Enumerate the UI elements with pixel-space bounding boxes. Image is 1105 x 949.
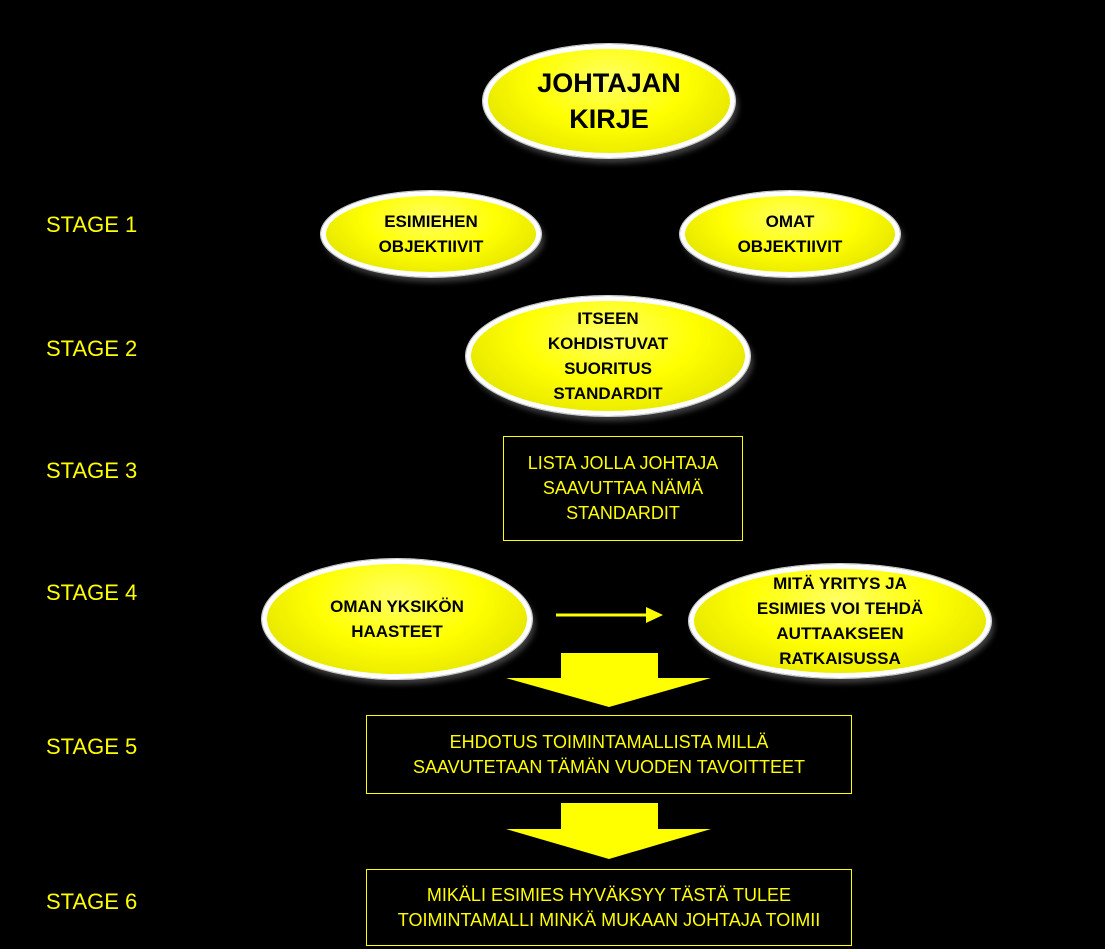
- johtajan-kirje-text: JOHTAJAN KIRJE: [537, 68, 681, 134]
- ehdotus-text: EHDOTUS TOIMINTAMALLISTA MILLÄ SAAVUTETA…: [412, 731, 806, 777]
- omat-objektiivit-text: OMAT OBJEKTIIVIT: [737, 212, 843, 256]
- omat-objektiivit-node: OMAT OBJEKTIIVIT: [680, 191, 900, 277]
- suoritus-standardit-text: ITSEEN KOHDISTUVAT SUORITUS STANDARDIT: [547, 309, 669, 403]
- suoritus-standardit-node: ITSEEN KOHDISTUVAT SUORITUS STANDARDIT: [466, 296, 750, 416]
- esimiehen-objektiivit-text: ESIMIEHEN OBJEKTIIVIT: [378, 212, 484, 256]
- stage-1-label: STAGE 1: [46, 212, 138, 237]
- down-arrow-icon-1: [506, 653, 711, 707]
- esimiehen-objektiivit-node: ESIMIEHEN OBJEKTIIVIT: [321, 191, 541, 277]
- lista-text: LISTA JOLLA JOHTAJA SAAVUTTAA NÄMÄ STAND…: [527, 453, 719, 523]
- lista-box: LISTA JOLLA JOHTAJA SAAVUTTAA NÄMÄ STAND…: [503, 436, 743, 541]
- stage-5-label: STAGE 5: [46, 734, 138, 759]
- johtajan-kirje-node: JOHTAJAN KIRJE: [483, 44, 735, 158]
- stage-2-label: STAGE 2: [46, 336, 138, 361]
- right-arrow-icon: [556, 607, 663, 623]
- oman-yksikon-haasteet-text: OMAN YKSIKÖN HAASTEET: [330, 597, 464, 641]
- ehdotus-box: EHDOTUS TOIMINTAMALLISTA MILLÄ SAAVUTETA…: [366, 715, 852, 794]
- mita-yritys-node: MITÄ YRITYS JA ESIMIES VOI TEHDÄ AUTTAAK…: [689, 564, 991, 678]
- mita-yritys-text: MITÄ YRITYS JA ESIMIES VOI TEHDÄ AUTTAAK…: [756, 574, 924, 668]
- stage-4-label: STAGE 4: [46, 580, 138, 605]
- down-arrow-icon-2: [506, 803, 711, 859]
- stage-6-label: STAGE 6: [46, 889, 138, 914]
- stage-3-label: STAGE 3: [46, 458, 138, 483]
- mikali-box: MIKÄLI ESIMIES HYVÄKSYY TÄSTÄ TULEE TOIM…: [366, 869, 852, 946]
- oman-yksikon-haasteet-node: OMAN YKSIKÖN HAASTEET: [262, 559, 532, 679]
- mikali-text: MIKÄLI ESIMIES HYVÄKSYY TÄSTÄ TULEE TOIM…: [397, 884, 821, 930]
